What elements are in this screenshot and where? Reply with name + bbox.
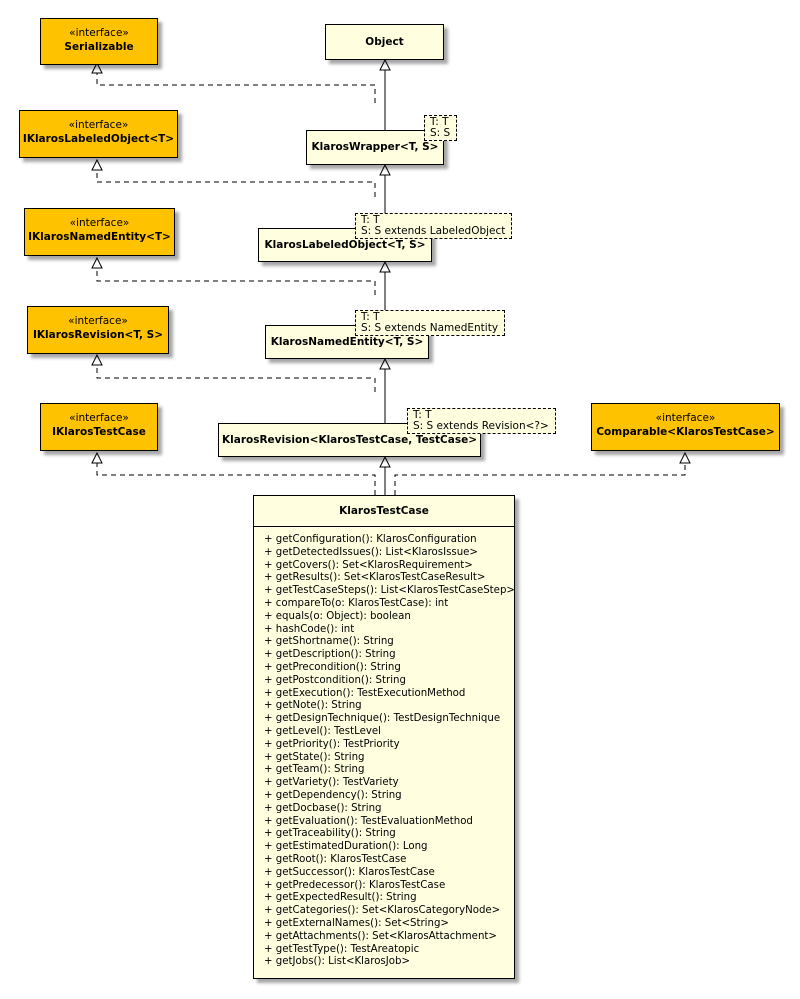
- class-klaros-test-case[interactable]: KlarosTestCase + getConfiguration(): Kla…: [253, 495, 515, 979]
- class-name: KlarosLabeledObject<T, S>: [264, 239, 426, 251]
- stereotype-label: «interface»: [68, 315, 128, 327]
- interface-name: IKlarosLabeledObject<T>: [22, 133, 175, 145]
- method-item: + getVariety(): TestVariety: [264, 777, 399, 789]
- method-item: + getDependency(): String: [264, 789, 402, 801]
- arrowhead-serializable: [91, 61, 103, 74]
- arrowhead-object: [379, 58, 391, 71]
- stereotype-label: «interface»: [69, 217, 130, 229]
- interface-name: IKlarosNamedEntity<T>: [28, 231, 171, 243]
- stereotype-label: «interface»: [655, 412, 716, 424]
- class-klaros-wrapper[interactable]: KlarosWrapper<T, S>: [306, 130, 444, 165]
- arrowhead-revision: [379, 455, 391, 468]
- arrowhead-named-entity-interface: [91, 256, 103, 269]
- class-object[interactable]: Object: [325, 24, 444, 60]
- method-item: + getRoot(): KlarosTestCase: [264, 853, 407, 865]
- method-item: + getLevel(): TestLevel: [264, 725, 381, 737]
- method-item: + getNote(): String: [264, 700, 362, 712]
- class-name: KlarosTestCase: [254, 496, 514, 527]
- interface-name: Comparable<KlarosTestCase>: [596, 426, 775, 438]
- interface-name: IKlarosRevision<T, S>: [32, 329, 164, 341]
- method-item: + getExecution(): TestExecutionMethod: [264, 687, 466, 699]
- arrowhead-wrapper: [379, 163, 391, 176]
- method-item: + getSuccessor(): KlarosTestCase: [264, 866, 435, 878]
- class-name: KlarosNamedEntity<T, S>: [270, 336, 424, 348]
- method-item: + getPriority(): TestPriority: [264, 738, 400, 750]
- realization-edge-comparable: [394, 463, 686, 495]
- template-params-revision: T: T S: S extends Revision<?>: [407, 408, 556, 434]
- method-item: + getDocbase(): String: [264, 802, 382, 814]
- template-params-named-entity: T: T S: S extends NamedEntity: [355, 310, 506, 336]
- class-name: Object: [365, 36, 404, 48]
- interface-comparable[interactable]: «interface» Comparable<KlarosTestCase>: [591, 403, 780, 451]
- method-item: + hashCode(): int: [264, 623, 355, 635]
- method-item: + getPrecondition(): String: [264, 661, 401, 673]
- method-item: + getDescription(): String: [264, 649, 396, 661]
- interface-iklaros-revision[interactable]: «interface» IKlarosRevision<T, S>: [27, 306, 169, 354]
- arrowhead-revision-interface: [91, 353, 103, 366]
- realization-edge-revision: [96, 365, 376, 392]
- class-name: KlarosRevision<KlarosTestCase, TestCase>: [222, 434, 477, 446]
- method-item: + getTestType(): TestAreatopic: [264, 943, 420, 955]
- template-param: T: T: [430, 116, 449, 128]
- method-item: + getExpectedResult(): String: [264, 892, 417, 904]
- method-item: + equals(o: Object): boolean: [264, 610, 411, 622]
- interface-name: Serializable: [64, 41, 134, 53]
- template-param: T: T: [361, 311, 380, 323]
- template-param: S: S: [430, 127, 451, 139]
- method-item: + getConfiguration(): KlarosConfiguratio…: [264, 534, 477, 545]
- method-item: + getPredecessor(): KlarosTestCase: [264, 879, 446, 891]
- interface-iklaros-test-case[interactable]: «interface» IKlarosTestCase: [40, 403, 158, 451]
- realization-edge-labeled-object: [96, 170, 376, 197]
- template-param: T: T: [361, 214, 380, 226]
- method-item: + getResults(): Set<KlarosTestCaseResult…: [264, 572, 486, 584]
- arrowhead-labeled-object: [379, 260, 391, 273]
- method-list: + getConfiguration(): KlarosConfiguratio…: [254, 527, 515, 969]
- method-item: + getCategories(): Set<KlarosCategoryNod…: [264, 905, 501, 917]
- stereotype-label: «interface»: [68, 119, 129, 131]
- method-item: + getEvaluation(): TestEvaluationMethod: [264, 815, 473, 827]
- realization-edge-test-case: [96, 463, 376, 495]
- method-item: + compareTo(o: KlarosTestCase): int: [264, 597, 449, 609]
- arrowhead-named-entity: [379, 357, 391, 370]
- method-item: + getAttachments(): Set<KlarosAttachment…: [264, 930, 497, 942]
- method-item: + getCovers(): Set<KlarosRequirement>: [264, 559, 473, 571]
- template-param: S: S extends LabeledObject: [361, 225, 506, 237]
- method-item: + getTeam(): String: [264, 764, 365, 776]
- interface-name: IKlarosTestCase: [52, 426, 146, 438]
- method-item: + getTestCaseSteps(): List<KlarosTestCas…: [264, 585, 515, 597]
- method-item: + getEstimatedDuration(): Long: [264, 841, 428, 853]
- method-item: + getJobs(): List<KlarosJob>: [264, 956, 410, 968]
- class-name: KlarosWrapper<T, S>: [311, 141, 439, 153]
- template-param: S: S extends NamedEntity: [361, 322, 499, 334]
- stereotype-label: «interface»: [69, 27, 129, 39]
- method-item: + getState(): String: [264, 751, 365, 763]
- method-item: + getDetectedIssues(): List<KlarosIssue>: [264, 546, 478, 558]
- template-param: S: S extends Revision<?>: [413, 420, 549, 432]
- method-item: + getTraceability(): String: [264, 828, 396, 840]
- template-params-wrapper: T: T S: S: [424, 115, 458, 141]
- arrowhead-labeled-object-interface: [91, 158, 103, 171]
- method-item: + getShortname(): String: [264, 636, 394, 648]
- template-params-labeled-object: T: T S: S extends LabeledObject: [355, 213, 513, 239]
- interface-iklaros-named-entity[interactable]: «interface» IKlarosNamedEntity<T>: [24, 208, 175, 256]
- interface-iklaros-labeled-object[interactable]: «interface» IKlarosLabeledObject<T>: [19, 110, 178, 158]
- arrowhead-comparable-interface: [679, 451, 691, 464]
- method-item: + getPostcondition(): String: [264, 674, 406, 686]
- realization-edge-serializable: [96, 73, 376, 103]
- template-param: T: T: [413, 409, 432, 421]
- arrowhead-test-case-interface: [91, 451, 103, 464]
- interface-serializable[interactable]: «interface» Serializable: [40, 18, 158, 65]
- stereotype-label: «interface»: [69, 412, 129, 424]
- method-item: + getExternalNames(): Set<String>: [264, 917, 449, 929]
- realization-edge-named-entity: [96, 268, 376, 295]
- method-item: + getDesignTechnique(): TestDesignTechni…: [264, 713, 501, 725]
